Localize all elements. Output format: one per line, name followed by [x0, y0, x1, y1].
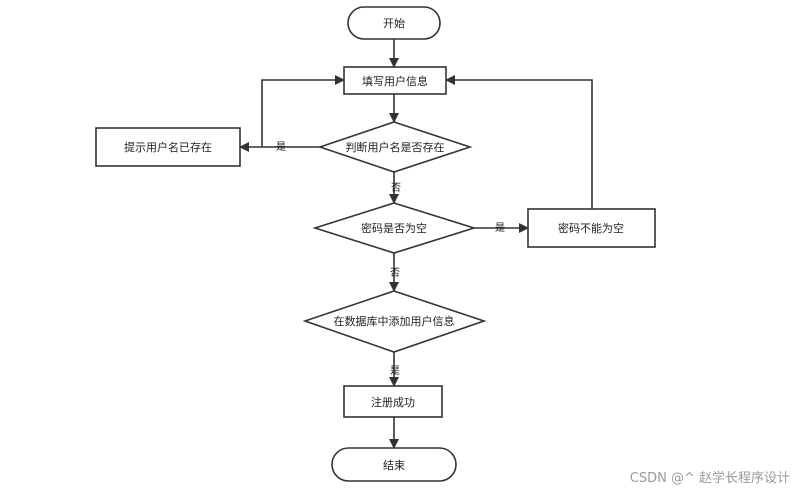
edge-label-db-yes: 是	[390, 365, 400, 377]
node-end: 结束	[331, 447, 457, 482]
node-check-password-label: 密码是否为空	[361, 221, 427, 235]
node-check-username-label: 判断用户名是否存在	[346, 140, 445, 154]
edge-label-password-no: 否	[390, 267, 400, 279]
edge-exists-back-to-fill	[261, 75, 345, 147]
node-check-username: 判断用户名是否存在	[317, 121, 473, 173]
node-fill-info: 填写用户信息	[343, 66, 447, 95]
node-fill-info-label: 填写用户信息	[362, 74, 428, 88]
csdn-watermark: CSDN @^ 赵学长程序设计	[630, 470, 790, 486]
node-start: 开始	[347, 6, 441, 40]
node-add-to-db-label: 在数据库中添加用户信息	[334, 314, 455, 328]
node-start-label: 开始	[383, 16, 405, 30]
node-register-success-label: 注册成功	[371, 395, 415, 409]
edge-label-username-no: 否	[391, 182, 401, 194]
node-username-exists-label: 提示用户名已存在	[124, 140, 212, 154]
node-check-password: 密码是否为空	[312, 202, 477, 254]
node-username-exists: 提示用户名已存在	[95, 127, 241, 167]
edge-empty-back-to-fill	[445, 75, 593, 209]
node-end-label: 结束	[383, 459, 405, 472]
edge-label-password-yes: 是	[495, 222, 505, 234]
node-password-empty-label: 密码不能为空	[558, 221, 624, 235]
node-add-to-db: 在数据库中添加用户信息	[302, 290, 487, 353]
node-register-success: 注册成功	[343, 385, 443, 418]
edge-label-username-yes: 是	[276, 141, 286, 153]
node-password-empty: 密码不能为空	[527, 208, 656, 248]
